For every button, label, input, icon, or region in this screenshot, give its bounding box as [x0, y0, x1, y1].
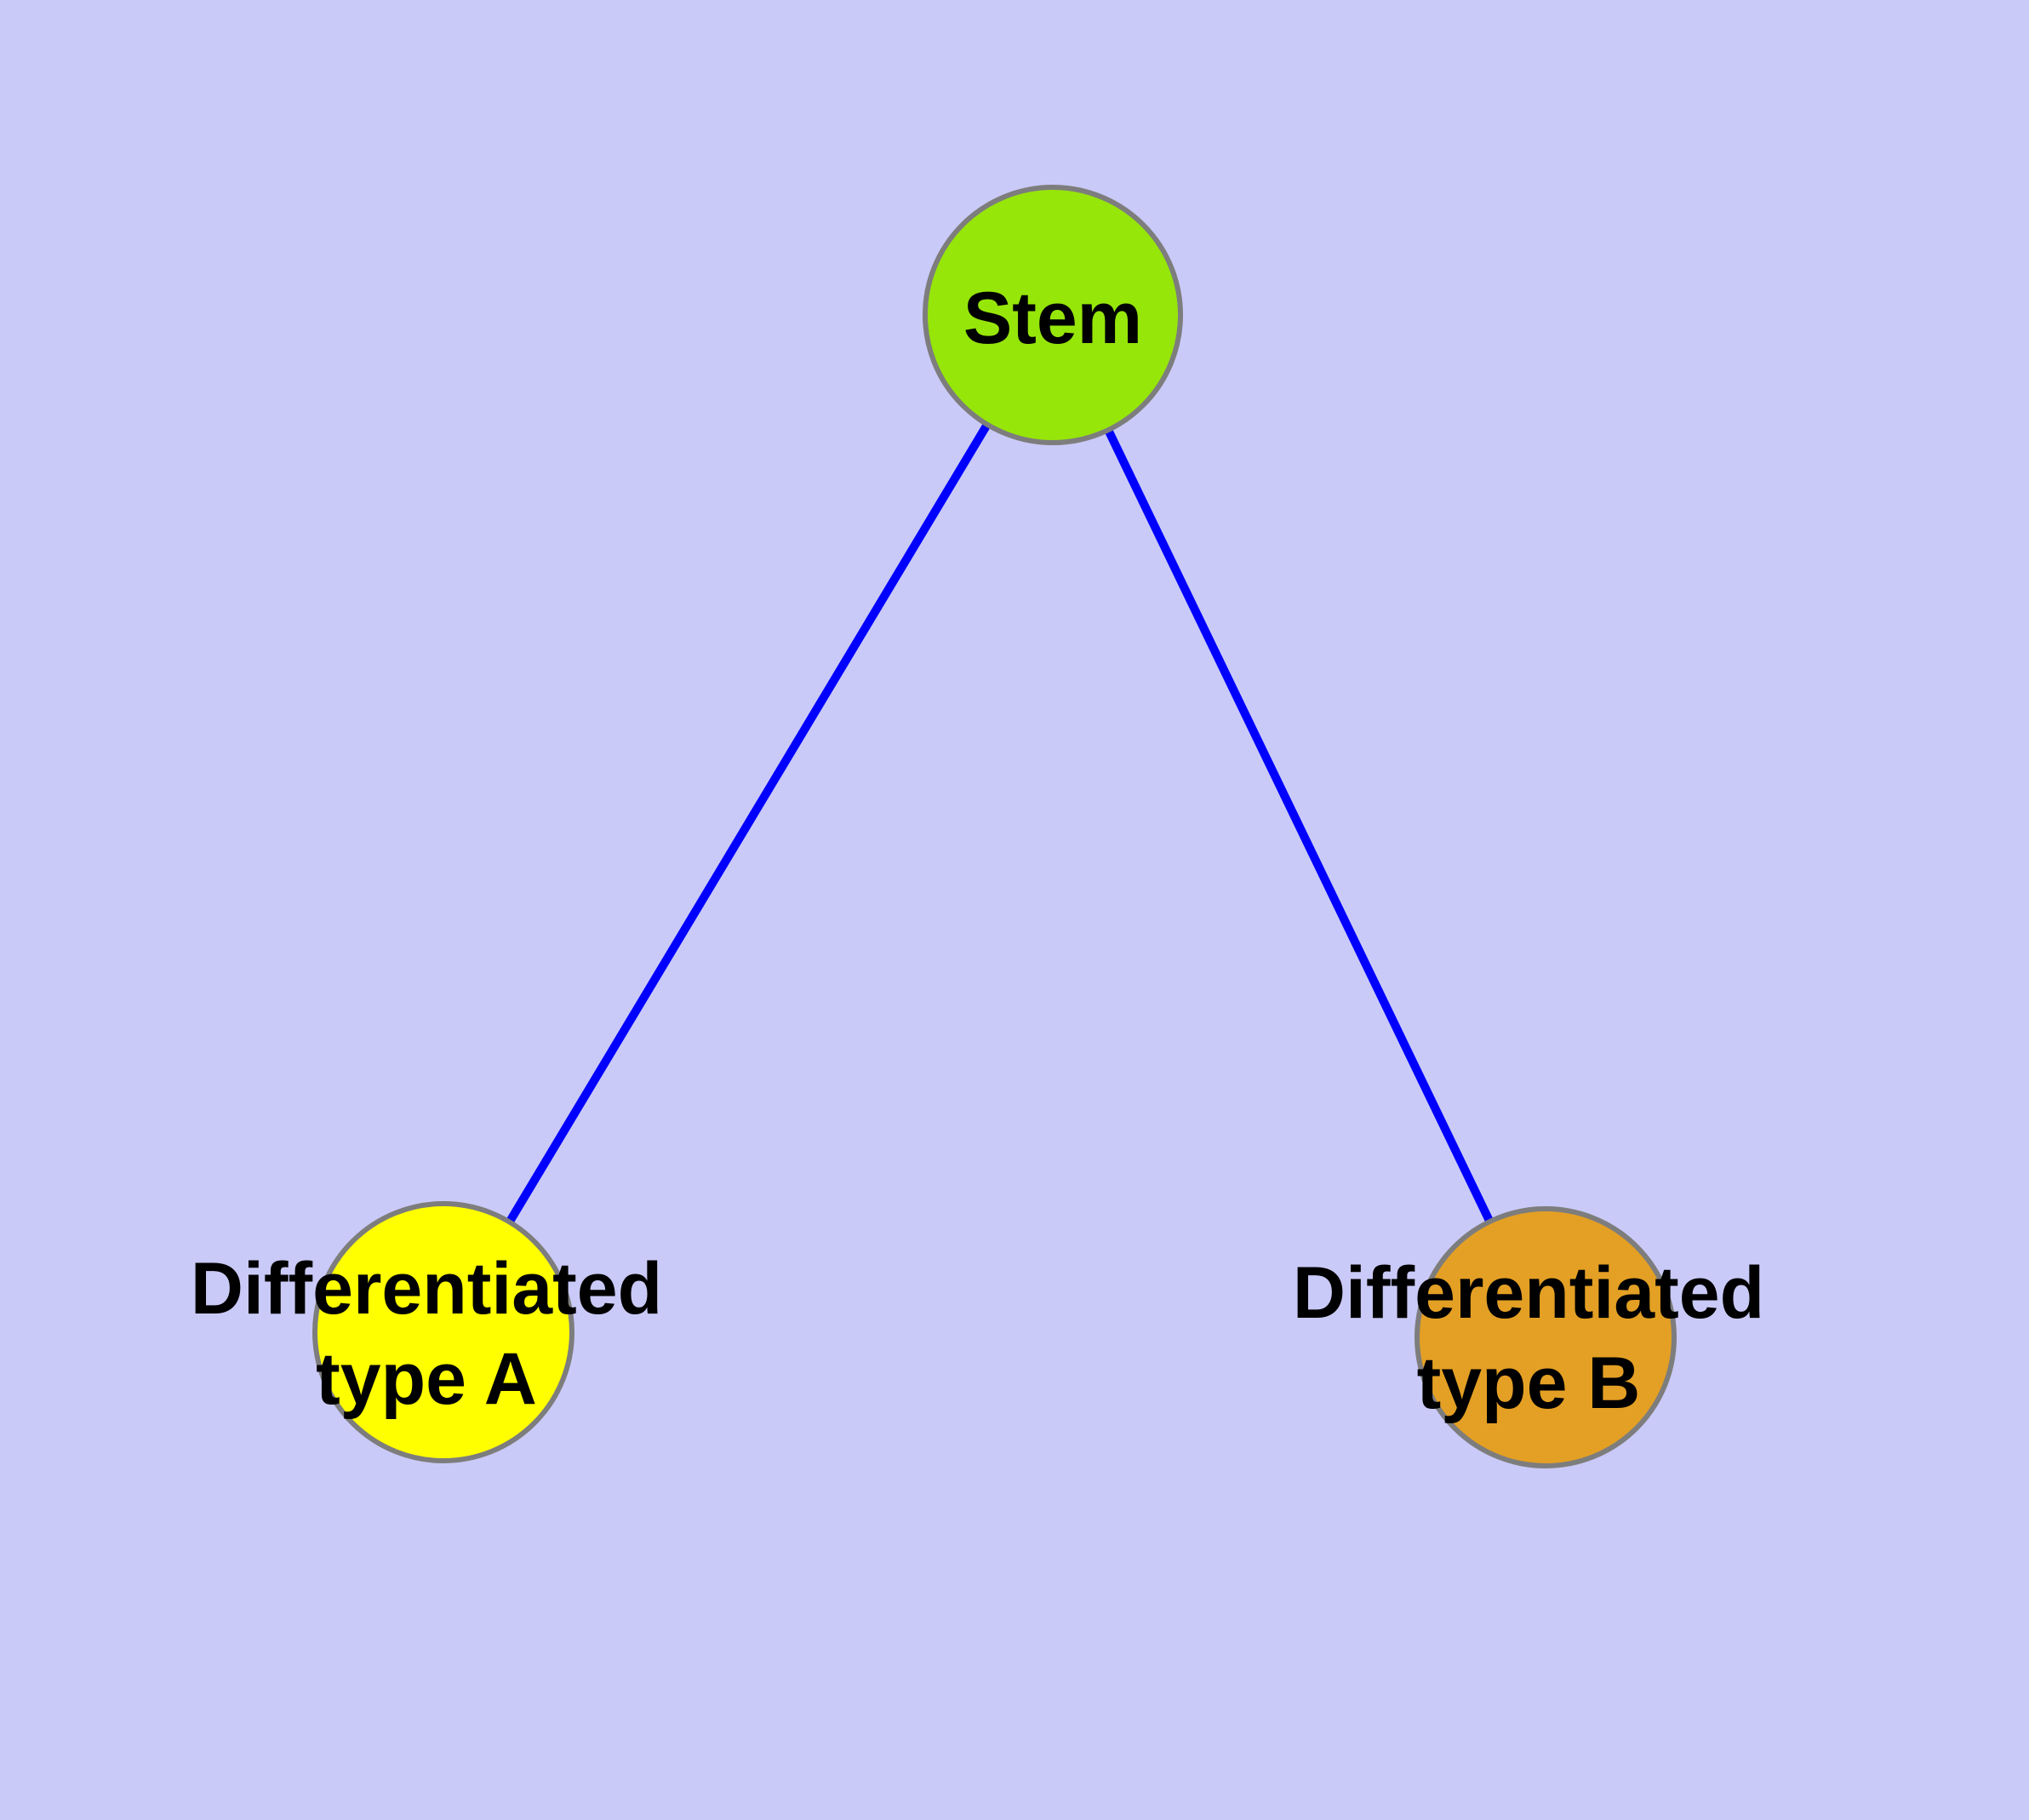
edge-stem-to-type-a — [439, 312, 1057, 1335]
node-differentiated-type-b — [1415, 1206, 1677, 1468]
node-type-a-label-line2: type A — [316, 1338, 537, 1420]
node-type-b-label-line1: Differentiated — [1293, 1252, 1764, 1334]
node-stem-label: Stem — [963, 278, 1142, 359]
edge-stem-to-type-b — [1049, 312, 1550, 1340]
node-differentiated-type-a — [312, 1201, 574, 1463]
node-type-b-label-line2: type B — [1417, 1342, 1641, 1424]
node-stem — [923, 185, 1183, 445]
node-type-a-label-line1: Differentiated — [191, 1248, 662, 1330]
